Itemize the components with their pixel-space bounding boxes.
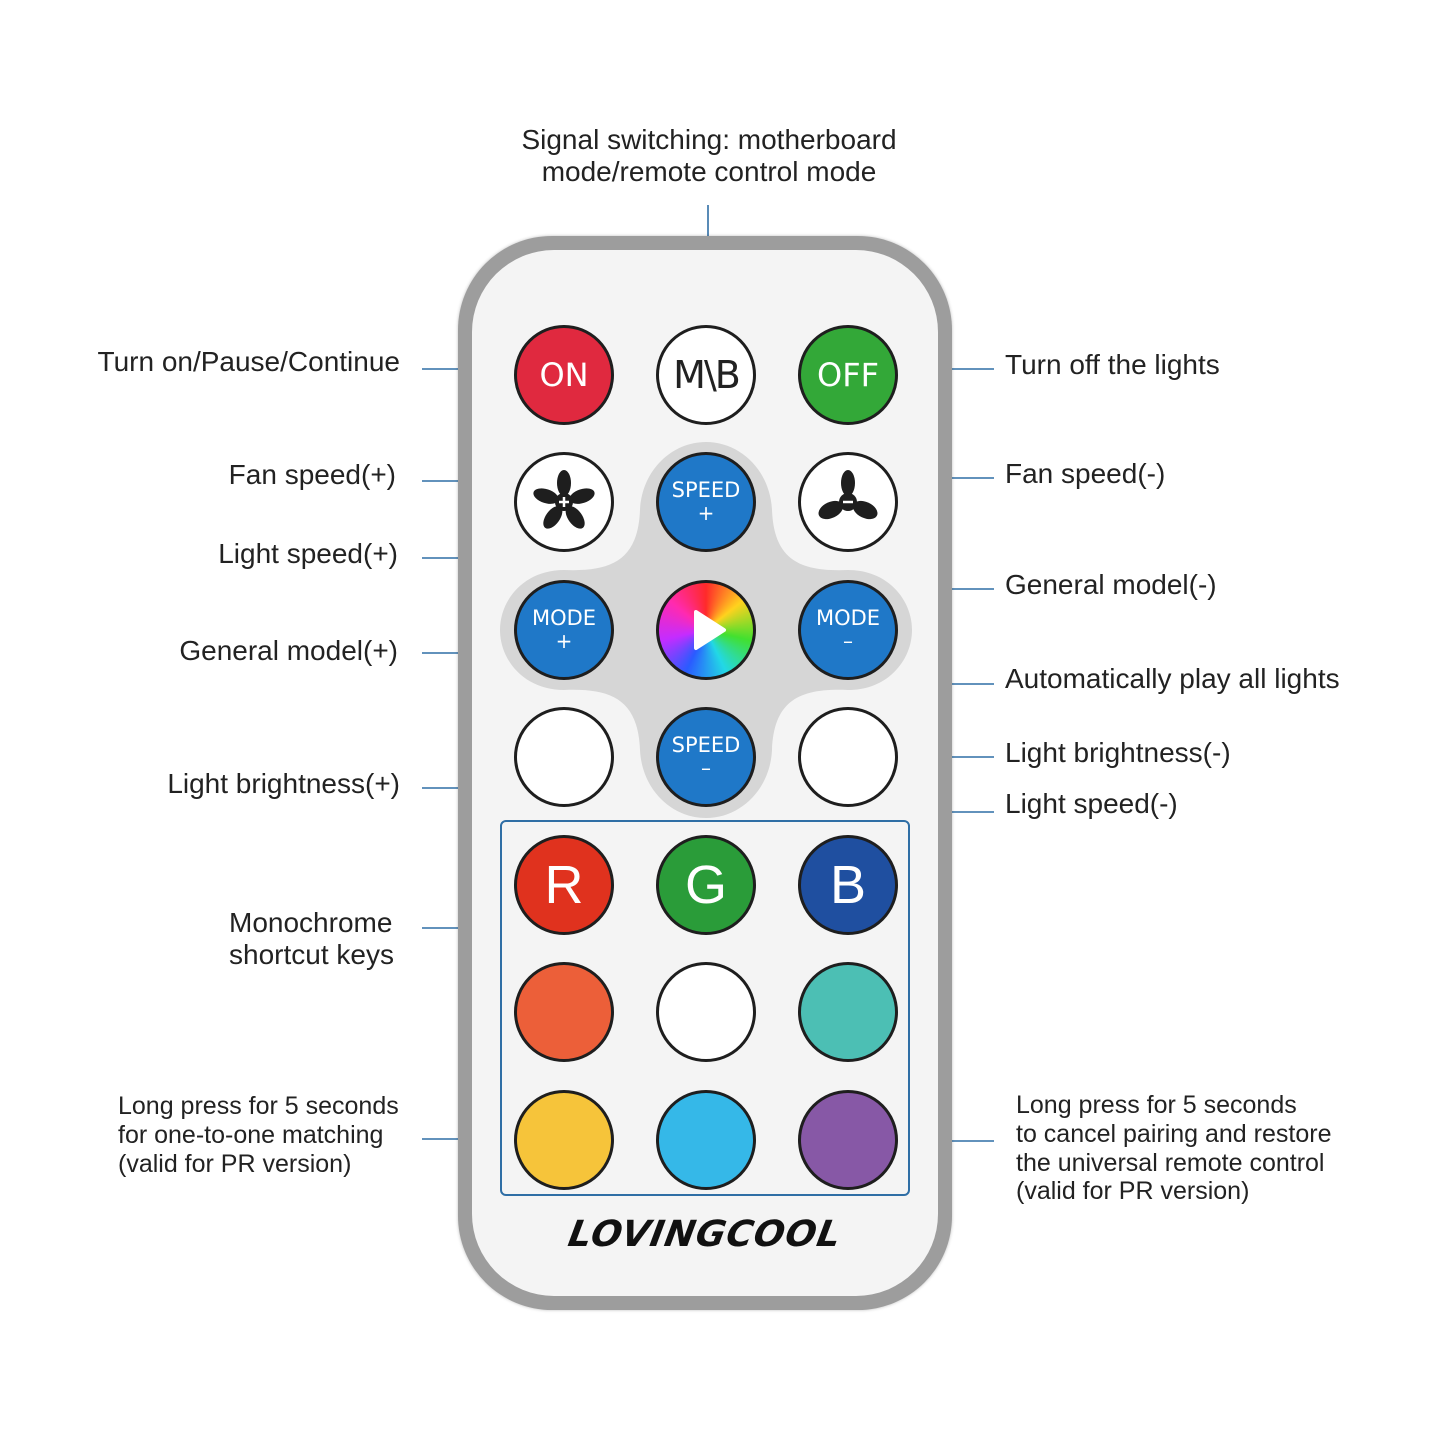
red-button[interactable]: R [514, 835, 614, 935]
white-button[interactable] [656, 962, 756, 1062]
brand-logo: LOVINGCOOL [565, 1214, 845, 1255]
brightness-plus-button[interactable] [514, 707, 614, 807]
blue-button-label: B [829, 855, 867, 915]
label-light-speed-minus: Light speed(-) [1005, 788, 1178, 819]
label-brightness-plus: Light brightness(+) [167, 768, 400, 799]
label-fan-speed-plus: Fan speed(+) [228, 459, 396, 490]
speed-minus-sign: – [701, 756, 711, 781]
teal-button[interactable] [798, 962, 898, 1062]
monochrome-keys-frame [500, 820, 910, 1196]
mb-button-label: M\B [673, 353, 741, 397]
label-general-model-plus: General model(+) [179, 635, 398, 666]
label-turn-on: Turn on/Pause/Continue [97, 346, 401, 377]
mode-minus-button[interactable]: MODE – [798, 580, 898, 680]
mode-minus-label: MODE [815, 605, 881, 630]
speed-plus-sign: + [697, 501, 715, 526]
fan-speed-plus-button[interactable] [514, 452, 614, 552]
label-fan-speed-minus: Fan speed(-) [1005, 458, 1166, 489]
blue-button[interactable]: B [798, 835, 898, 935]
auto-play-button[interactable] [656, 580, 756, 680]
on-button[interactable]: ON [514, 325, 614, 425]
orange-button[interactable] [514, 962, 614, 1062]
label-light-speed-plus: Light speed(+) [218, 538, 398, 569]
label-brightness-minus: Light brightness(-) [1005, 737, 1231, 768]
purple-button[interactable] [798, 1090, 898, 1190]
on-button-label: ON [539, 356, 589, 394]
off-button-label: OFF [817, 356, 879, 394]
label-monochrome: Monochrome shortcut keys [229, 907, 394, 971]
fan-speed-minus-button[interactable] [798, 452, 898, 552]
play-icon [694, 610, 726, 650]
fan-plus-icon [533, 470, 595, 529]
yellow-button[interactable] [514, 1090, 614, 1190]
green-button[interactable]: G [656, 835, 756, 935]
speed-plus-label: SPEED [671, 477, 741, 502]
mode-plus-button[interactable]: MODE + [514, 580, 614, 680]
label-auto-play: Automatically play all lights [1005, 663, 1340, 694]
speed-minus-button[interactable]: SPEED – [656, 707, 756, 807]
label-signal-switching: Signal switching: motherboard mode/remot… [521, 124, 897, 188]
red-button-label: R [544, 855, 584, 915]
mode-minus-sign: – [843, 629, 853, 654]
fan-minus-icon [818, 470, 878, 520]
mb-button[interactable]: M\B [656, 325, 756, 425]
green-button-label: G [684, 855, 727, 915]
sky-blue-button[interactable] [656, 1090, 756, 1190]
mode-plus-sign: + [555, 629, 573, 654]
label-long-press-cancel: Long press for 5 seconds to cancel pairi… [1016, 1091, 1332, 1206]
off-button[interactable]: OFF [798, 325, 898, 425]
label-turn-off: Turn off the lights [1005, 349, 1220, 380]
speed-plus-button[interactable]: SPEED + [656, 452, 756, 552]
mode-plus-label: MODE [531, 605, 597, 630]
label-general-model-minus: General model(-) [1005, 569, 1217, 600]
brightness-minus-button[interactable] [798, 707, 898, 807]
label-long-press-match: Long press for 5 seconds for one-to-one … [118, 1092, 399, 1178]
speed-minus-label: SPEED [671, 732, 741, 757]
